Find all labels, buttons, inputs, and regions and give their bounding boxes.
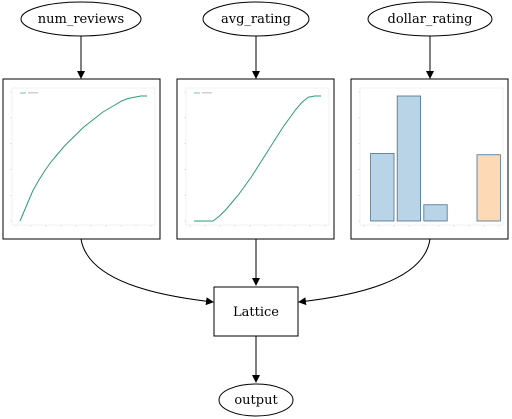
- plot-area-0: [11, 87, 156, 226]
- node-output: output: [218, 383, 294, 417]
- bar-chart-dollar-rating: [358, 87, 504, 227]
- bar-DD-0: [396, 95, 422, 222]
- legend-placeholder: [28, 92, 38, 94]
- node-output-label: output: [234, 393, 278, 408]
- chart-panel-num-reviews: [2, 78, 161, 240]
- bar-missing-1: [476, 154, 501, 222]
- node-num-reviews: num_reviews: [20, 1, 142, 37]
- node-lattice-label: Lattice: [233, 305, 279, 320]
- node-lattice: Lattice: [213, 286, 299, 337]
- edge-num-reviews-to-lattice: [80, 238, 214, 306]
- bar-DDD-0: [423, 204, 448, 222]
- series-line-0: [19, 95, 147, 222]
- plot-area-1: [185, 87, 330, 226]
- node-num-reviews-label: num_reviews: [38, 12, 124, 27]
- line-chart-avg-rating: [184, 87, 330, 227]
- node-dollar-rating: dollar_rating: [367, 1, 493, 37]
- node-avg-rating-label: avg_rating: [221, 12, 291, 27]
- bar-D-0: [370, 153, 395, 222]
- series-line-0: [194, 95, 321, 222]
- node-dollar-rating-label: dollar_rating: [388, 12, 473, 27]
- legend-placeholder: [202, 92, 212, 94]
- line-chart-num-reviews: [10, 87, 156, 227]
- edge-dollar-rating-to-lattice: [298, 238, 431, 306]
- chart-panel-avg-rating: [176, 78, 335, 240]
- node-avg-rating: avg_rating: [202, 1, 310, 37]
- plot-area-2: [359, 87, 504, 226]
